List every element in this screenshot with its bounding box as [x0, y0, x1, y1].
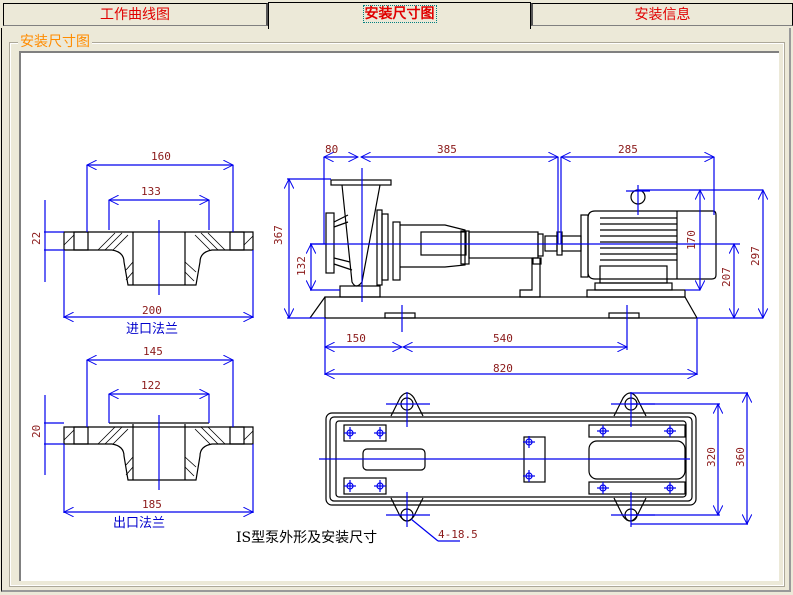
- dim-shaft-height: 207: [720, 267, 733, 287]
- hole-spec-label: 4-18.5: [438, 528, 478, 541]
- dim-inlet-outer: 200: [142, 304, 162, 317]
- dim-motor-height: 170: [685, 230, 698, 250]
- dim-bolt-span: 540: [493, 332, 513, 345]
- outlet-flange: 145 122 185 20 出口法兰: [30, 345, 253, 531]
- dim-inlet-bolt-circle: 160: [151, 150, 171, 163]
- group-box: [9, 42, 785, 587]
- dim-inlet-thickness: 22: [30, 232, 43, 245]
- tab-label: 安装尺寸图: [362, 5, 437, 23]
- dim-inlet-raised-face: 133: [141, 185, 161, 198]
- dim-total-height: 367: [272, 225, 285, 245]
- pump-side-view: 80 385 285 367 132 170 207 297 150 540 8…: [272, 143, 763, 375]
- dim-inlet-offset: 80: [325, 143, 338, 156]
- dim-motor-length: 285: [618, 143, 638, 156]
- inlet-flange-label: 进口法兰: [126, 322, 178, 337]
- tab-label: 工作曲线图: [100, 7, 170, 23]
- pump-plan-view: 320 360 4-18.5: [319, 392, 748, 542]
- dim-outlet-raised-face: 122: [141, 379, 161, 392]
- tab-panel: [1, 28, 791, 592]
- outlet-flange-label: 出口法兰: [113, 516, 165, 531]
- tab-install-dimensions[interactable]: 安装尺寸图: [268, 2, 531, 29]
- dim-bolt-width: 320: [705, 447, 718, 467]
- dim-outlet-height: 132: [295, 256, 308, 276]
- dim-outlet-outer: 185: [142, 498, 162, 511]
- dim-base-length: 820: [493, 362, 513, 375]
- dim-base-start: 150: [346, 332, 366, 345]
- tab-label: 安装信息: [634, 7, 691, 23]
- inlet-flange: 160 133 200 22 进口法兰: [30, 150, 253, 337]
- dim-outlet-thickness: 20: [30, 425, 43, 438]
- drawing-title: IS型泵外形及安装尺寸: [236, 530, 377, 546]
- group-box-label: 安装尺寸图: [18, 34, 92, 50]
- dim-base-width: 360: [734, 447, 747, 467]
- tab-work-curve[interactable]: 工作曲线图: [3, 3, 268, 26]
- dim-motor-top: 297: [749, 246, 762, 266]
- dim-pump-length: 385: [437, 143, 457, 156]
- dim-outlet-bolt-circle: 145: [143, 345, 163, 358]
